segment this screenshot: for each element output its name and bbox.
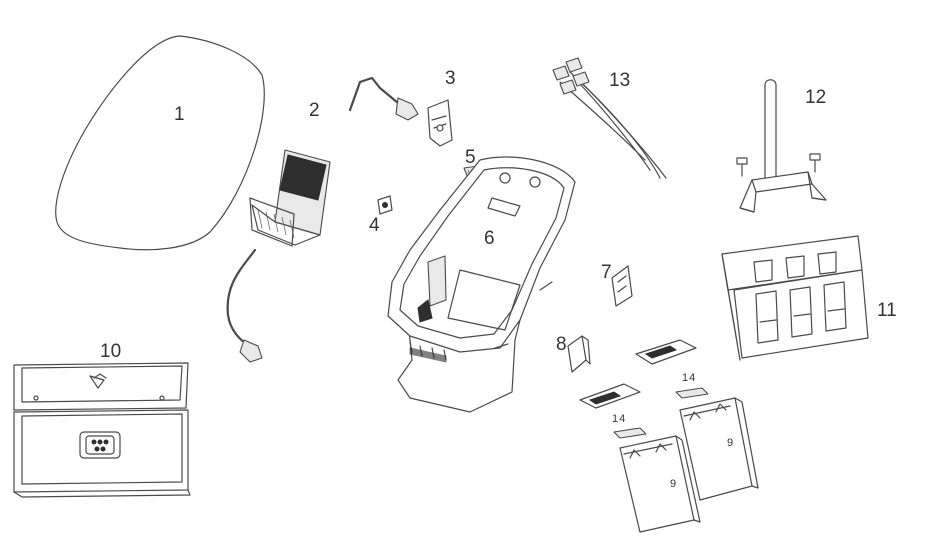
label-11: 11 <box>877 300 897 321</box>
part-1-seat <box>55 35 265 251</box>
part-9-battery-rear <box>679 397 759 501</box>
label-9c: 9 <box>727 437 734 449</box>
label-13: 13 <box>609 70 630 91</box>
part-11-battery-holder <box>721 235 869 361</box>
label-7: 7 <box>601 262 612 283</box>
battery-lid-upper <box>635 339 697 365</box>
part-8-pad <box>567 335 591 373</box>
label-2: 2 <box>309 100 320 121</box>
label-1: 1 <box>174 104 185 125</box>
label-9a: 9 <box>670 478 677 490</box>
part-10-panel <box>13 362 191 498</box>
label-4: 4 <box>369 215 380 236</box>
label-14b: 14 <box>612 413 626 425</box>
part-14-gasket-a <box>675 387 709 399</box>
part-9-battery-front <box>619 435 701 533</box>
label-5: 5 <box>465 147 476 168</box>
part-7-latch <box>611 265 633 307</box>
part-3-bracket-rod <box>348 76 453 147</box>
label-3: 3 <box>445 68 456 89</box>
label-14a: 14 <box>682 372 696 384</box>
label-10: 10 <box>100 341 121 362</box>
part-14-gasket-b <box>613 427 647 439</box>
part-6-battery-housing <box>387 156 576 413</box>
part-4-clip <box>377 195 393 215</box>
part-2-charger <box>226 149 331 363</box>
part-12-u-bracket <box>736 79 827 213</box>
part-13-wire-harness <box>552 57 667 179</box>
label-8: 8 <box>556 334 567 355</box>
label-6: 6 <box>484 228 495 249</box>
label-12: 12 <box>805 87 826 108</box>
battery-lid-lower <box>579 383 641 409</box>
